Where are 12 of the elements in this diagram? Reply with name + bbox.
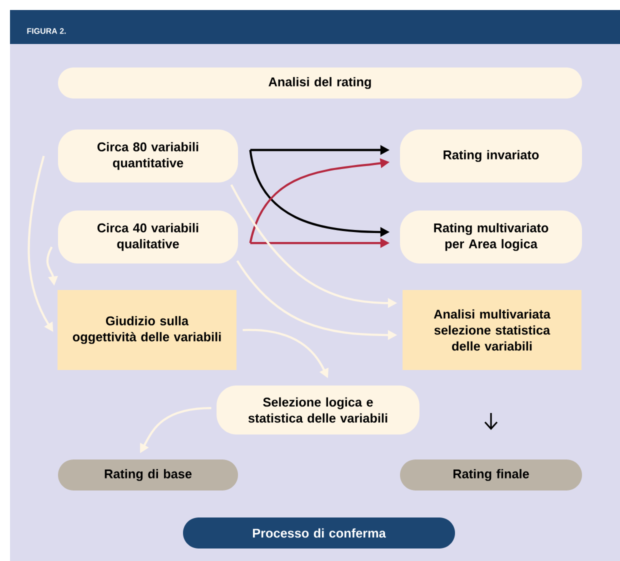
pill-box: Circa 80 variabili quantitative — [58, 129, 238, 183]
process-box: Giudizio sulla oggettività delle variabili — [58, 290, 236, 370]
pill-box: Analisi del rating — [58, 68, 582, 98]
process-box: Analisi multivariata selezione statistica delle variabili — [402, 290, 582, 370]
action-button: Processo di conferma — [183, 518, 455, 548]
pill-box: Rating multivariato per Area logica — [400, 210, 582, 264]
pill-box: Circa 40 variabili qualitative — [58, 210, 238, 264]
result-pill: Rating finale — [400, 460, 582, 490]
pill-box: Selezione logica e statistica delle variabili — [216, 385, 420, 435]
result-pill: Rating di base — [58, 460, 238, 490]
pill-box: Rating invariato — [400, 129, 582, 183]
figure-title: FIGURA 2. — [27, 28, 66, 34]
